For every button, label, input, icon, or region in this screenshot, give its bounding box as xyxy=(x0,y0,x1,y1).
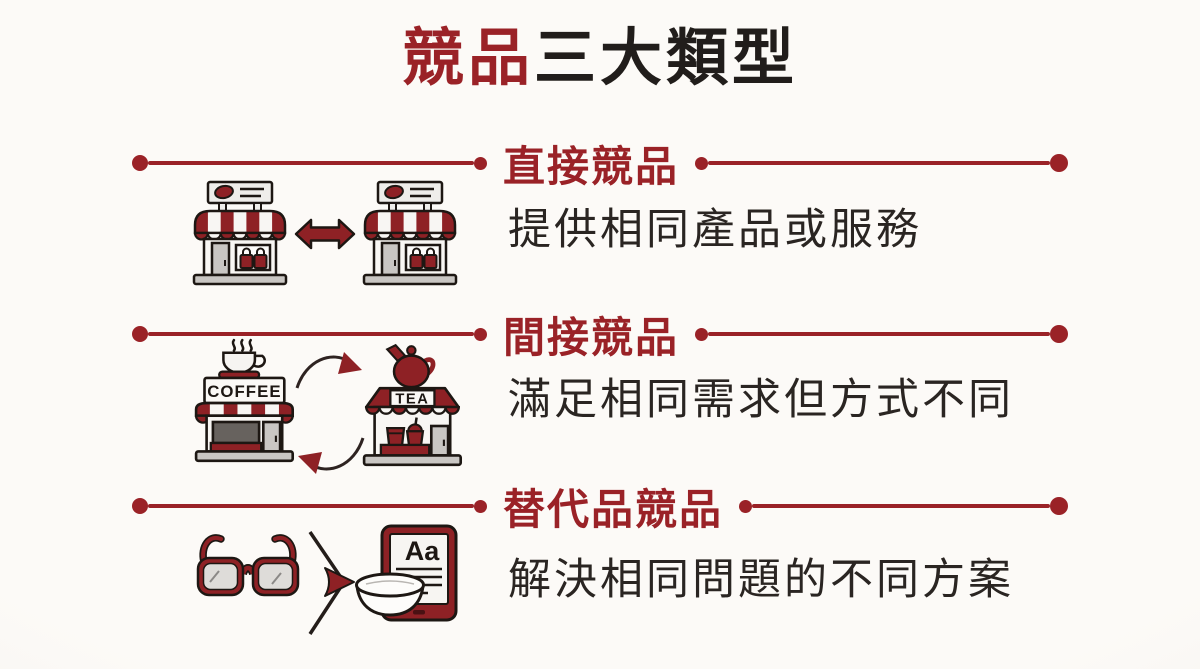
glasses-icon xyxy=(196,534,300,597)
rule-line-right xyxy=(708,161,1050,165)
section-direct-title: 直接競品 xyxy=(503,142,680,190)
rule-line-left xyxy=(148,332,474,336)
rule-dot-left xyxy=(132,155,148,171)
rule-dot-right xyxy=(1050,497,1068,515)
rule-dot-mid xyxy=(474,327,487,341)
section-direct-rule: 直接競品 xyxy=(132,143,1068,190)
section-direct-description: 提供相同產品或服務 xyxy=(508,206,922,254)
section-substitute-illustration: Aa xyxy=(196,524,458,635)
rule-dot-mid xyxy=(474,156,487,170)
tea-shop-icon: TEA xyxy=(362,343,463,467)
rule-line-right xyxy=(708,332,1050,336)
bowl-icon xyxy=(355,572,425,617)
coffee-sign-label: COFFEE xyxy=(207,382,281,401)
section-indirect-title: 間接競品 xyxy=(503,313,680,361)
section-substitute-description: 解決相同問題的不同方案 xyxy=(508,556,1014,604)
storefront-icon xyxy=(364,182,456,284)
rule-line-left xyxy=(148,161,474,165)
page-title: 競品三大類型 xyxy=(0,20,1200,98)
rule-line-left xyxy=(148,504,474,508)
rule-line-right xyxy=(752,504,1050,508)
section-substitute-rule: 替代品競品 xyxy=(132,486,1068,533)
rule-dot-mid xyxy=(739,499,753,513)
rule-dot-mid xyxy=(474,499,487,513)
rule-dot-left xyxy=(132,326,148,342)
rule-dot-right xyxy=(1050,325,1068,343)
page-title-rest: 三大類型 xyxy=(534,24,799,93)
ereader-screen-label: Aa xyxy=(405,536,440,566)
section-substitute-title: 替代品競品 xyxy=(503,485,724,533)
chevron-arrow-icon xyxy=(308,531,355,635)
double-arrow-icon xyxy=(294,218,356,250)
coffee-shop-icon: COFFEE xyxy=(194,338,295,463)
section-indirect-description: 滿足相同需求但方式不同 xyxy=(508,376,1014,424)
rule-dot-left xyxy=(132,498,148,514)
section-indirect-rule: 間接競品 xyxy=(132,314,1068,361)
rule-dot-mid xyxy=(695,156,709,170)
tea-sign-label: TEA xyxy=(395,391,429,407)
section-direct-illustration xyxy=(190,172,460,294)
section-indirect-illustration: COFFEE xyxy=(194,338,463,474)
page-title-accent: 競品 xyxy=(401,24,534,93)
storefront-icon xyxy=(194,182,286,284)
rule-dot-mid xyxy=(695,327,709,341)
rule-dot-right xyxy=(1050,154,1068,172)
cycle-arrows-icon xyxy=(295,352,365,474)
